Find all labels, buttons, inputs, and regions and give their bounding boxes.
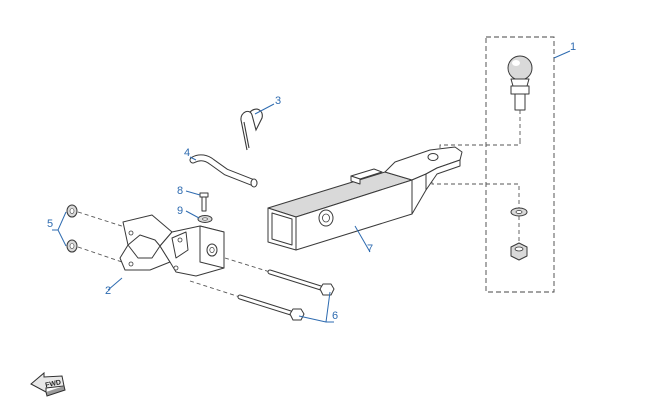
hitch-ball-kit-box [485, 36, 555, 293]
fwd-label: FWD [45, 379, 62, 389]
callout-9: 9 [177, 205, 183, 217]
drawbar [267, 146, 463, 251]
flange-nut-upper [66, 204, 78, 218]
callout-3: 3 [275, 95, 281, 107]
callout-1: 1 [570, 41, 576, 53]
hitch-ball [507, 55, 533, 140]
long-bolt-upper [267, 269, 335, 296]
leader-lines [52, 50, 571, 323]
callout-2: 2 [105, 285, 111, 297]
r-clip [240, 108, 263, 151]
mount-bracket [119, 214, 225, 277]
callout-6: 6 [332, 310, 338, 322]
long-bolt-lower [237, 294, 305, 321]
callout-8: 8 [177, 185, 183, 197]
forward-direction-arrow: FWD [30, 371, 66, 397]
callout-4: 4 [184, 147, 190, 159]
hitch-pin [189, 154, 258, 188]
callout-5: 5 [47, 218, 53, 230]
callout-7: 7 [367, 243, 373, 255]
hex-nut [510, 242, 528, 261]
flange-nut-lower [66, 239, 78, 253]
washer-small [197, 215, 213, 223]
lock-washer [510, 207, 528, 217]
bolt-small [199, 192, 209, 212]
